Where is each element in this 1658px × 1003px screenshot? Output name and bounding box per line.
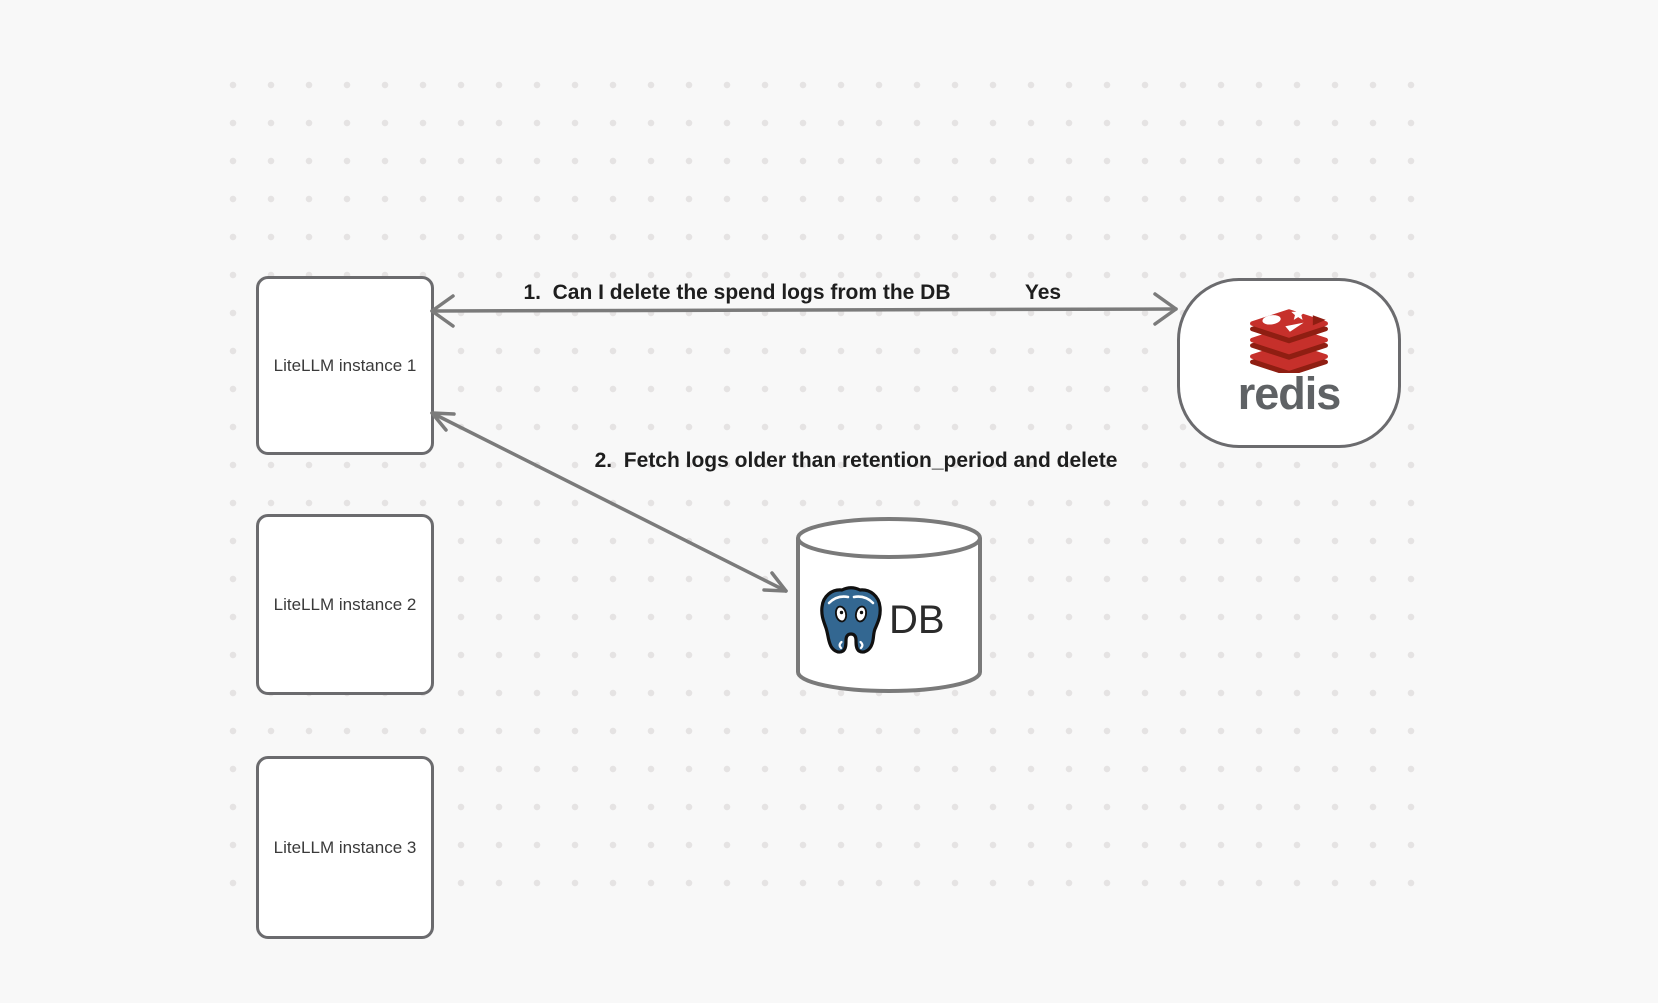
edge2-label[interactable]: 2. Fetch logs older than retention_perio… — [594, 449, 1118, 472]
node-litellm-instance-1-label: LiteLLM instance 1 — [273, 355, 417, 375]
edge1-label[interactable]: 1. Can I delete the spend logs from the … — [523, 281, 951, 304]
redis-logo-icon — [1250, 307, 1328, 373]
postgresql-elephant-icon — [820, 586, 882, 654]
database-cylinder-icon — [796, 517, 982, 693]
node-redis[interactable]: redis — [1177, 278, 1401, 448]
db-label: DB — [889, 598, 945, 642]
node-litellm-instance-2-label: LiteLLM instance 2 — [273, 594, 417, 614]
node-litellm-instance-3[interactable]: LiteLLM instance 3 — [256, 756, 434, 939]
edge1-reply-label[interactable]: Yes — [1024, 281, 1062, 304]
redis-wordmark-label: redis — [1237, 368, 1342, 419]
node-litellm-instance-3-label: LiteLLM instance 3 — [273, 837, 417, 857]
node-litellm-instance-2[interactable]: LiteLLM instance 2 — [256, 514, 434, 695]
node-db[interactable]: DB — [794, 514, 986, 700]
node-litellm-instance-1[interactable]: LiteLLM instance 1 — [256, 276, 434, 455]
